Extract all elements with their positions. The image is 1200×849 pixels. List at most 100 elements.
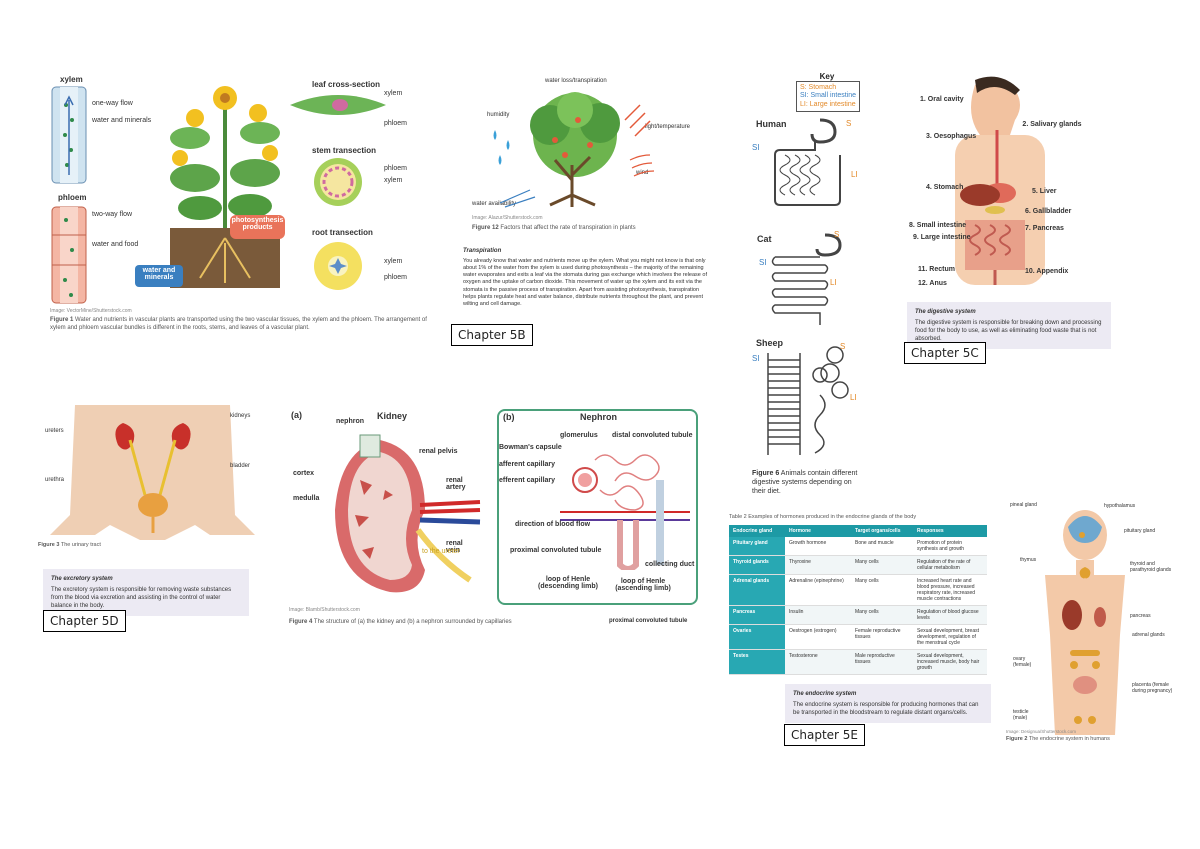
endocrine-system-info-box: The endocrine system The endocrine syste… (785, 684, 991, 724)
table-cell: Growth hormone (785, 537, 851, 556)
transpiration-tree-illustration (493, 92, 655, 208)
loop-henle-ascending-label: loop of Henle (ascending limb) (615, 578, 671, 592)
xylem-title: xylem (60, 75, 83, 84)
chapter-5c-label: Chapter 5C (904, 342, 986, 364)
table-header: Responses (913, 525, 987, 537)
water-loss-label: water loss/transpiration (545, 78, 607, 84)
kidneys-label: kidneys (230, 413, 251, 419)
transpiration-body-text: You already know that water and nutrient… (463, 258, 707, 307)
stem-transection-title: stem transection (312, 146, 377, 155)
figure-3-text: The urinary tract (60, 542, 101, 548)
table-cell: Thyroxine (785, 555, 851, 575)
oral-cavity-label: 1. Oral cavity (920, 96, 964, 103)
leaf-cross-section-illustration (290, 95, 386, 115)
leaf-phloem-label: phloem (384, 120, 407, 127)
leaf-xylem-label: xylem (384, 90, 403, 97)
kidney-part-a-label: (a) (291, 410, 302, 420)
rectum-label: 11. Rectum (918, 266, 955, 273)
anus-label: 12. Anus (918, 280, 947, 287)
table-cell: Adrenal glands (729, 574, 785, 606)
human-s-label: S (846, 119, 852, 128)
sheep-si-label: SI (752, 354, 760, 363)
water-food-label: water and food (92, 241, 139, 248)
table-header: Endocrine gland (729, 525, 785, 537)
table-cell: Adrenaline (epinephrine) (785, 574, 851, 606)
figure-12-number: Figure 12 (472, 225, 499, 231)
key-title: Key (819, 72, 835, 81)
pancreas-endocrine-label: pancreas (1130, 613, 1151, 619)
table-cell: Sexual development, increased muscle, bo… (913, 649, 987, 675)
afferent-capillary-label: afferent capillary (499, 461, 556, 468)
thymus-label: thymus (1020, 557, 1037, 563)
nephron-title: Nephron (580, 412, 617, 422)
table-cell: Insulin (785, 605, 851, 625)
digestive-box-text: The digestive system is responsible for … (915, 320, 1102, 343)
cat-s-label: S (834, 230, 840, 239)
human-label: Human (756, 119, 787, 129)
key-stomach: S: Stomach (800, 84, 837, 91)
liver-label: 5. Liver (1032, 188, 1057, 195)
humidity-label: humidity (487, 112, 510, 118)
urethra-label: urethra (45, 477, 65, 483)
sheep-s-label: S (840, 342, 846, 351)
renal-pelvis-label: renal pelvis (419, 448, 458, 455)
table-cell: Regulation of the rate of cellular metab… (913, 555, 987, 575)
table-cell: Ovaries (729, 624, 785, 650)
thyroid-label: thyroid and parathyroid glands (1130, 561, 1172, 573)
bowmans-capsule-label: Bowman's capsule (499, 444, 562, 451)
collecting-duct-label: collecting duct (645, 561, 695, 568)
urinary-tract-illustration (50, 405, 255, 540)
ovary-label: ovary (female) (1013, 656, 1032, 668)
water-minerals-label: water and minerals (92, 117, 152, 124)
sheep-li-label: LI (850, 393, 857, 402)
table-cell: Regulation of blood glucose levels (913, 605, 987, 625)
table-header-row: Endocrine gland Hormone Target organs/ce… (729, 525, 987, 537)
two-way-flow-label: two-way flow (92, 211, 133, 218)
figure-4-caption: Figure 4 The structure of (a) the kidney… (289, 619, 512, 627)
table-row: Thyroid glands Thyroxine Many cells Regu… (729, 555, 987, 575)
stem-xylem-label: xylem (384, 177, 403, 184)
table-cell: Promotion of protein synthesis and growt… (913, 537, 987, 556)
cat-label: Cat (757, 234, 772, 244)
figure-3-caption: Figure 3 The urinary tract (38, 542, 101, 549)
testicle-label: testicle (male) (1013, 709, 1029, 721)
sheep-gut-illustration (767, 346, 849, 455)
transpiration-heading: Transpiration (463, 248, 502, 254)
table-cell: Female reproductive tissues (851, 624, 913, 650)
figure-3-number: Figure 3 (38, 542, 60, 548)
table-2-title: Table 2 Examples of hormones produced in… (729, 514, 917, 520)
endocrine-box-text: The endocrine system is responsible for … (793, 702, 979, 717)
figure-1-text: Water and nutrients in vascular plants a… (50, 317, 427, 331)
renal-artery-label: renal artery (446, 477, 466, 491)
cat-si-label: SI (759, 258, 767, 267)
figure-1-number: Figure 1 (50, 317, 74, 323)
table-cell: Sexual development, breast development, … (913, 624, 987, 650)
human-gut-illustration (774, 118, 841, 206)
figure-6-caption: Figure 6 Animals contain different diges… (752, 469, 862, 496)
xylem-tube-illustration (51, 86, 87, 184)
table-cell: Oestrogen (estrogen) (785, 624, 851, 650)
pituitary-gland-label: pituitary gland (1124, 528, 1156, 534)
medulla-label: medulla (293, 495, 320, 502)
human-digestive-illustration (955, 76, 1045, 285)
stem-transection-illustration (314, 158, 362, 206)
kidney-title: Kidney (377, 411, 408, 421)
efferent-capillary-label: efferent capillary (499, 477, 556, 484)
cortex-label: cortex (293, 470, 315, 477)
digestive-system-info-box: The digestive system The digestive syste… (907, 302, 1111, 350)
transpiration-image-credit: Image: Alazur/Shutterstock.com (472, 215, 543, 221)
to-the-ureter-label: to the ureter (422, 548, 460, 555)
table-cell: Many cells (851, 605, 913, 625)
renal-vein-label: renal vein (446, 540, 463, 554)
table-cell: Increased heart rate and blood pressure,… (913, 574, 987, 606)
figure-4-text: The structure of (a) the kidney and (b) … (313, 619, 512, 625)
table-cell: Male reproductive tissues (851, 649, 913, 675)
figure-6-number: Figure 6 (752, 470, 780, 477)
cat-li-label: LI (830, 278, 837, 287)
endocrine-image-credit: Image: Designua/Shutterstock.com (1006, 729, 1077, 734)
root-phloem-label: phloem (384, 274, 407, 281)
phloem-tube-illustration (51, 206, 87, 304)
water-minerals-tag: water and minerals (135, 265, 183, 287)
endocrine-body-illustration (1045, 510, 1125, 735)
figure-4-number: Figure 4 (289, 619, 313, 625)
